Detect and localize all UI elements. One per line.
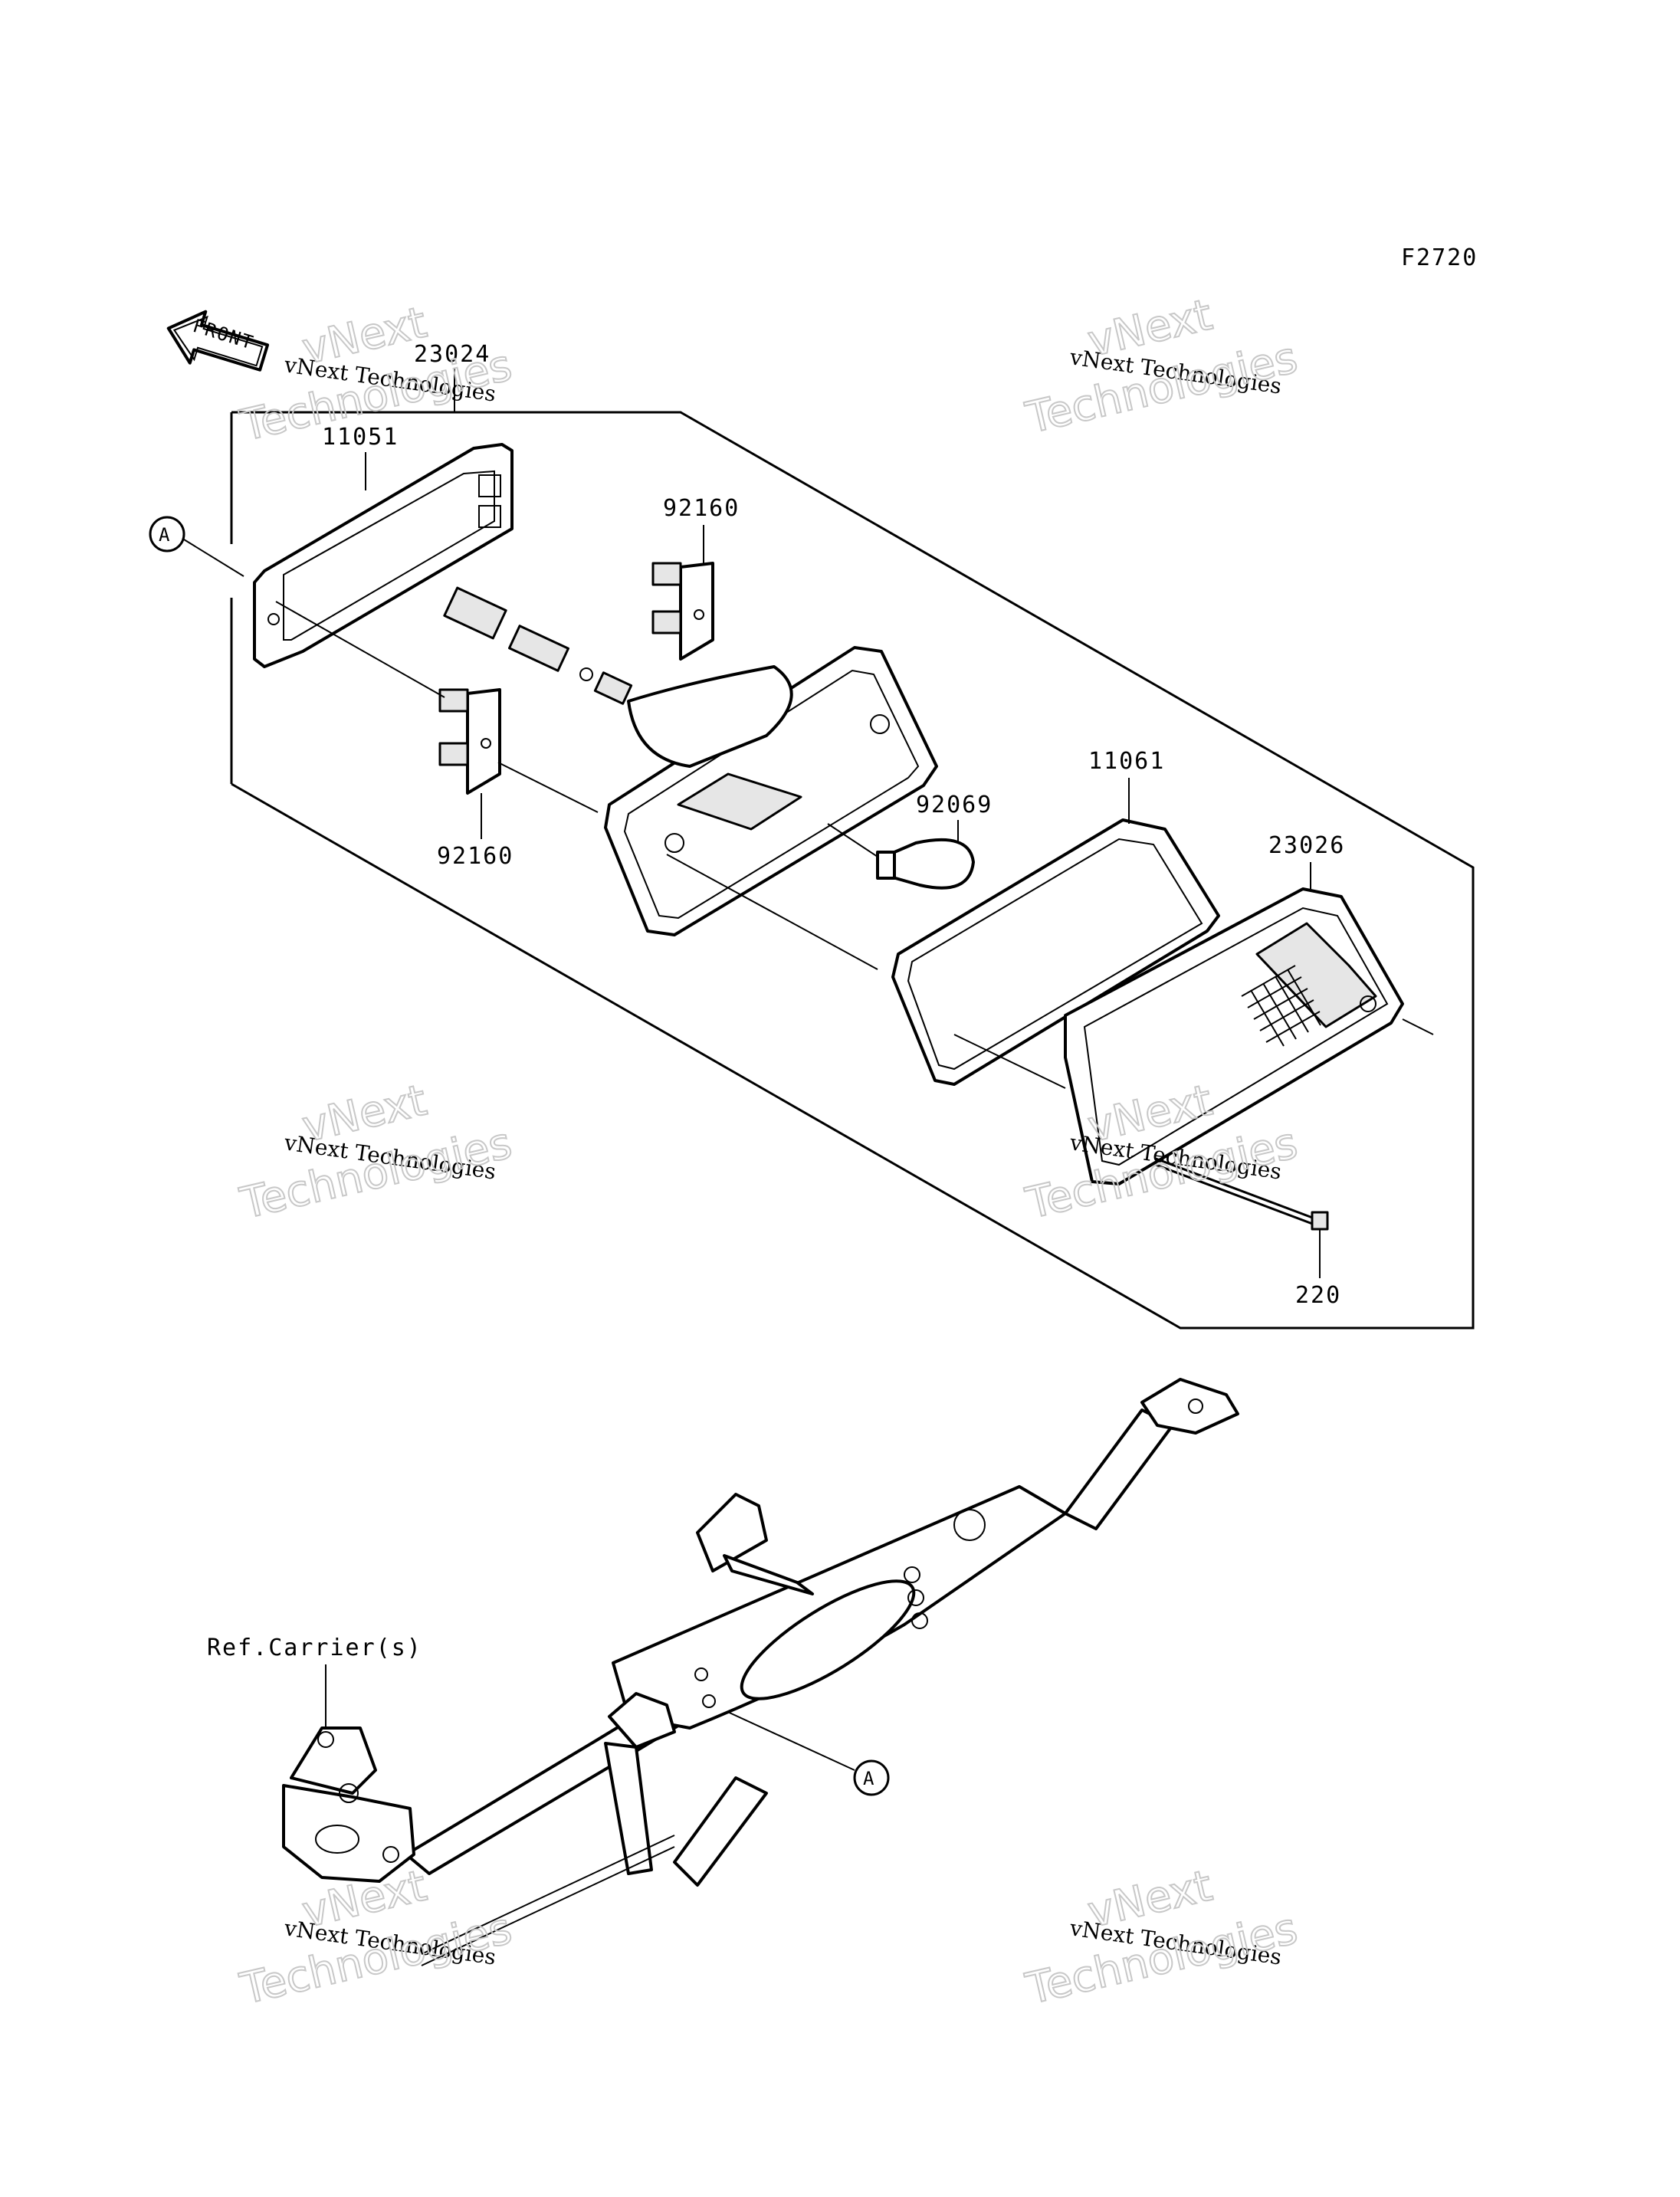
svg-text:11061: 11061 (1088, 748, 1165, 775)
callout-92160-top: 92160 (663, 495, 740, 566)
svg-text:Ref.Carrier(s): Ref.Carrier(s) (207, 1635, 422, 1661)
part-220-screw (1155, 1157, 1329, 1231)
part-92069-bulb (827, 823, 975, 890)
watermark-top-right: vNext Technologies vNext Technologies (1021, 290, 1303, 444)
svg-text:92069: 92069 (916, 792, 993, 818)
reference-marker-bottom: A (712, 1704, 890, 1796)
watermark-bottom-left: vNext Technologies vNext Technologies (235, 1861, 517, 2015)
callout-11051: 11051 (322, 424, 399, 490)
callout-11061: 11061 (1088, 748, 1165, 824)
svg-text:11051: 11051 (322, 424, 399, 451)
taillight-housing (604, 646, 938, 936)
callout-220: 220 (1295, 1230, 1341, 1309)
svg-text:23026: 23026 (1268, 832, 1345, 859)
part-92160-top (651, 562, 714, 661)
watermark-bottom-right: vNext Technologies vNext Technologies (1021, 1861, 1303, 2015)
svg-text:92160: 92160 (437, 843, 514, 870)
callout-23024: 23024 (414, 341, 491, 412)
part-11051-gasket (253, 443, 514, 668)
callout-92160-bottom: 92160 (437, 793, 514, 870)
svg-text:92160: 92160 (663, 495, 740, 522)
reference-marker-top: A (149, 516, 244, 577)
part-11061-lens-gasket (891, 818, 1220, 1086)
svg-text:23024: 23024 (414, 341, 491, 368)
callout-92069: 92069 (916, 792, 993, 843)
diagram-code: F2720 (1401, 244, 1478, 271)
svg-text:220: 220 (1295, 1282, 1341, 1309)
part-23026-lens (1064, 887, 1404, 1185)
callout-23026: 23026 (1268, 832, 1345, 889)
watermark-middle-left: vNext Technologies vNext Technologies (235, 1075, 517, 1230)
carrier-frame (282, 1378, 1239, 1966)
part-92160-bottom (438, 688, 501, 795)
svg-text:A: A (159, 524, 171, 546)
wiring-socket (443, 586, 633, 705)
callout-ref-carrier: Ref.Carrier(s) (207, 1635, 422, 1728)
assembly-guide-lines (275, 601, 1434, 1089)
svg-text:A: A (863, 1768, 875, 1789)
front-arrow-icon (166, 310, 270, 372)
assembly-outline (231, 411, 1475, 1330)
